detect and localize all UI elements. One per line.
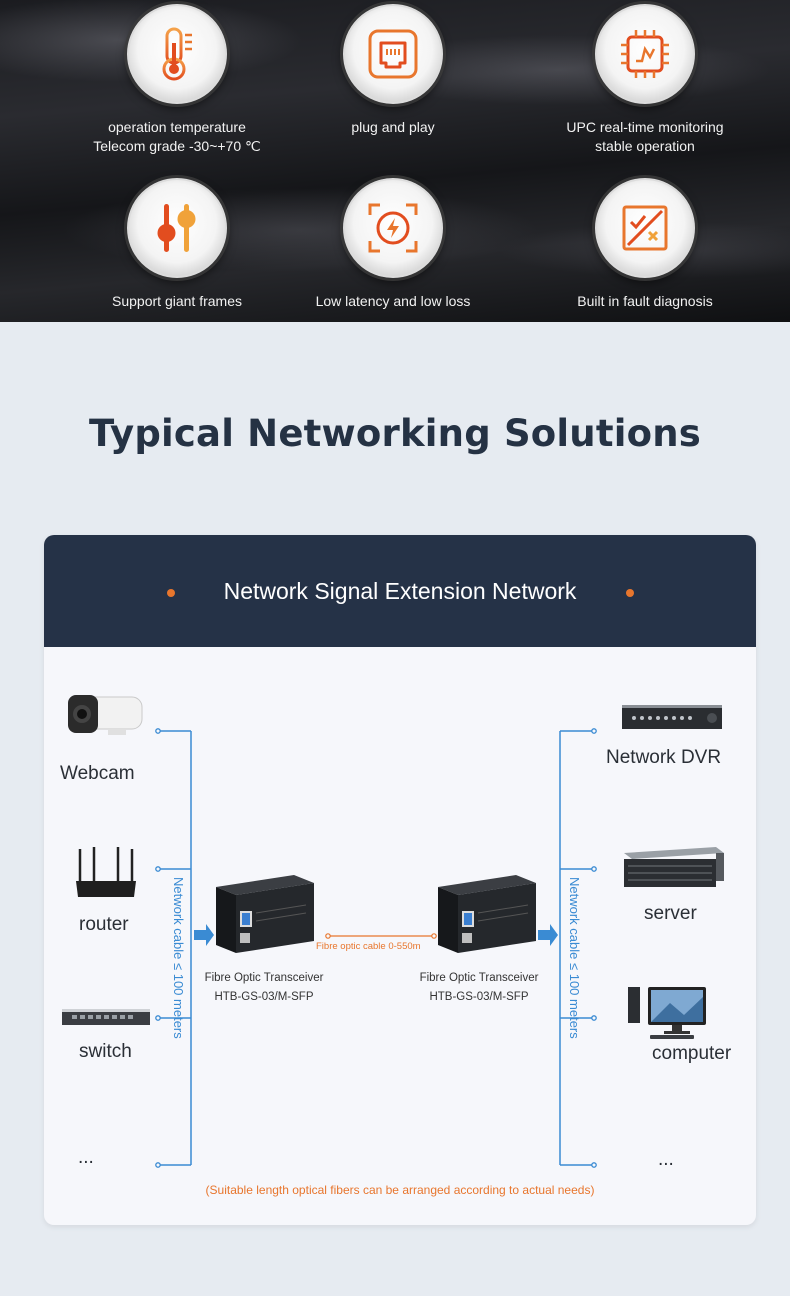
- feature-caption: Low latency and low loss: [273, 292, 513, 311]
- feature-caption: Support giant frames: [57, 292, 297, 311]
- card-title: Network Signal Extension Network: [223, 577, 577, 604]
- feature-temperature: operation temperature Telecom grade -30~…: [57, 4, 297, 156]
- bullet-dot: [626, 589, 634, 597]
- feature-circle: [127, 4, 227, 104]
- lightning-gauge-icon: [368, 203, 418, 253]
- device-label-more-right: ...: [658, 1149, 674, 1170]
- network-diagram-card: Network Signal Extension Network: [44, 535, 756, 1225]
- feature-plug-and-play: plug and play: [273, 4, 513, 137]
- network-diagram: [62, 695, 724, 1168]
- feature-low-latency: Low latency and low loss: [273, 178, 513, 311]
- transceiver-left-label: Fibre Optic Transceiver HTB-GS-03/M-SFP: [174, 969, 354, 1007]
- feature-upc-monitoring: UPC real-time monitoring stable operatio…: [525, 4, 765, 156]
- features-section: operation temperature Telecom grade -30~…: [0, 0, 790, 322]
- feature-caption-line: Telecom grade -30~+70 ℃: [93, 138, 261, 154]
- transceiver-right-icon: [438, 875, 536, 953]
- fiber-label: Fibre optic cable 0-550m: [316, 941, 421, 952]
- transceiver-model: HTB-GS-03/M-SFP: [429, 991, 529, 1003]
- sliders-icon: [157, 204, 196, 252]
- section-heading: Typical Networking Solutions: [88, 412, 702, 455]
- dvr-icon: [622, 705, 722, 729]
- device-label-webcam: Webcam: [60, 763, 135, 784]
- feature-caption-line: Low latency and low loss: [315, 293, 471, 309]
- left-bracket-lines: [158, 730, 192, 1166]
- feature-circle: [343, 178, 443, 278]
- right-bracket-dots: [591, 728, 597, 1168]
- transceiver-name: Fibre Optic Transceiver: [204, 972, 324, 984]
- feature-circle: [595, 178, 695, 278]
- left-cable-label: Network cable ≤ 100 meters: [171, 877, 186, 1039]
- feature-caption: plug and play: [273, 118, 513, 137]
- device-label-server: server: [644, 903, 697, 924]
- feature-caption: operation temperature Telecom grade -30~…: [57, 118, 297, 156]
- device-label-more-left: ...: [78, 1147, 94, 1168]
- feature-caption-line: UPC real-time monitoring: [566, 119, 724, 135]
- arrow-left-to-transceiver: [194, 924, 214, 946]
- device-label-switch: switch: [79, 1041, 132, 1062]
- device-label-router: router: [79, 914, 129, 935]
- webcam-icon: [68, 695, 143, 735]
- thermometer-icon: [162, 27, 192, 81]
- server-icon: [624, 847, 724, 887]
- transceiver-left-icon: [216, 875, 314, 953]
- left-bracket-dots: [155, 728, 161, 1168]
- router-icon: [76, 847, 136, 897]
- feature-circle: [127, 178, 227, 278]
- transceiver-right-label: Fibre Optic Transceiver HTB-GS-03/M-SFP: [389, 969, 569, 1007]
- footnote: (Suitable length optical fibers can be a…: [205, 1183, 595, 1197]
- feature-giant-frames: Support giant frames: [57, 178, 297, 311]
- feature-caption-line: stable operation: [595, 138, 695, 154]
- ethernet-port-icon: [368, 29, 418, 79]
- device-label-dvr: Network DVR: [606, 747, 722, 768]
- feature-caption: UPC real-time monitoring stable operatio…: [525, 118, 765, 156]
- feature-circle: [343, 4, 443, 104]
- feature-caption-line: Support giant frames: [112, 293, 242, 309]
- feature-caption-line: Built in fault diagnosis: [577, 293, 713, 309]
- card-header: Network Signal Extension Network: [44, 535, 756, 647]
- right-cable-label: Network cable ≤ 100 meters: [567, 877, 582, 1039]
- feature-fault-diagnosis: Built in fault diagnosis: [525, 178, 765, 311]
- chip-monitor-icon: [621, 30, 669, 78]
- checklist-x-icon: [622, 205, 668, 251]
- feature-caption-line: operation temperature: [108, 119, 246, 135]
- device-label-computer: computer: [652, 1043, 732, 1064]
- bullet-dot: [167, 589, 175, 597]
- feature-circle: [595, 4, 695, 104]
- switch-icon: [62, 1009, 150, 1025]
- transceiver-model: HTB-GS-03/M-SFP: [214, 991, 314, 1003]
- arrow-transceiver-to-right: [538, 924, 558, 946]
- feature-caption-line: plug and play: [351, 119, 435, 135]
- transceiver-name: Fibre Optic Transceiver: [419, 972, 539, 984]
- feature-caption: Built in fault diagnosis: [525, 292, 765, 311]
- computer-icon: [628, 987, 706, 1039]
- right-bracket-lines: [559, 730, 594, 1166]
